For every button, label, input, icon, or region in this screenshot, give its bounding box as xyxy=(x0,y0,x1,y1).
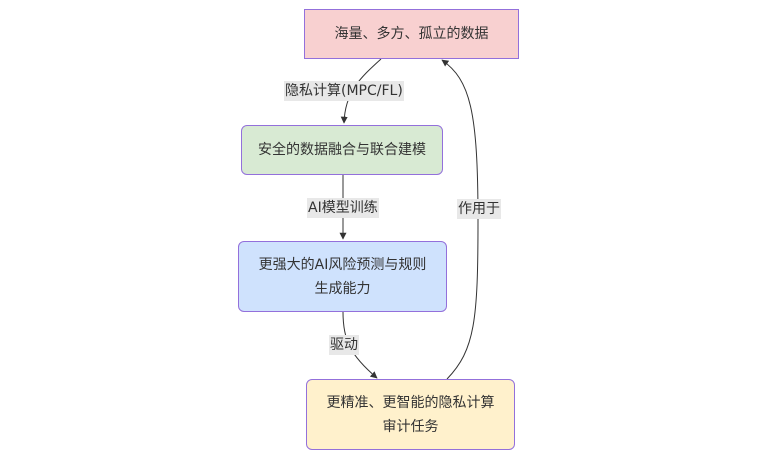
node-isolated-data[interactable]: 海量、多方、孤立的数据 xyxy=(304,9,519,59)
node-ai-capability[interactable]: 更强大的AI风险预测与规则 生成能力 xyxy=(238,241,447,312)
node-secure-fusion[interactable]: 安全的数据融合与联合建模 xyxy=(241,125,443,175)
node-label-line: 安全的数据融合与联合建模 xyxy=(258,142,426,158)
node-label-line: 更强大的AI风险预测与规则 xyxy=(258,256,427,273)
node-label-line: 生成能力 xyxy=(314,280,371,297)
edge-audit-to-data xyxy=(441,59,479,380)
edge-label-privacy-computing: 隐私计算(MPC/FL) xyxy=(284,81,404,101)
edge-label-ai-training: AI模型训练 xyxy=(307,198,379,218)
node-label-line: 更精准、更智能的隐私计算 xyxy=(326,394,495,411)
node-label-line: 海量、多方、孤立的数据 xyxy=(334,26,489,42)
node-audit-tasks[interactable]: 更精准、更智能的隐私计算 审计任务 xyxy=(306,379,515,450)
edge-label-applies-to: 作用于 xyxy=(457,199,501,219)
node-label-line: 审计任务 xyxy=(382,418,439,435)
edge-label-drives: 驱动 xyxy=(329,335,359,355)
